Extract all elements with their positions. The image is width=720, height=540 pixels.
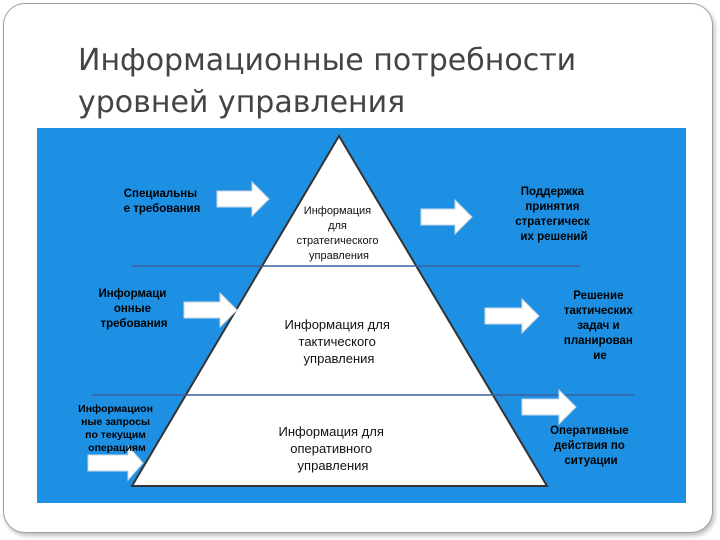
right-label-1-line-4: их решений	[520, 231, 587, 243]
left-label-3-line-1: Информацион	[78, 403, 153, 415]
right-label-2-line-4: планирован	[564, 335, 633, 347]
right-label-2-line-5: ие	[593, 350, 606, 362]
arrow-left-1	[216, 180, 270, 218]
right-label-2-line-3: задач и	[577, 320, 619, 332]
pyramid-label-strategic-line-4: управления	[309, 250, 369, 262]
right-label-1-line-1: Поддержка	[521, 186, 585, 198]
right-label-1-line-2: принятия	[525, 201, 579, 213]
left-label-1-line-2: е требования	[124, 203, 201, 215]
arrow-right-3	[521, 388, 577, 426]
arrow-left-2	[183, 291, 238, 329]
title-line-2: уровней управления	[78, 85, 406, 121]
right-label-3-line-3: ситуации	[564, 455, 617, 467]
left-label-3: Информацион ные запросы по текущим опера…	[78, 403, 156, 454]
pyramid-label-operational-line-3: управления	[298, 458, 369, 473]
pyramid-label-strategic: Информация для стратегического управлени…	[296, 205, 381, 262]
left-label-2-line-3: требования	[100, 318, 167, 330]
right-label-1: Поддержка принятия стратегическ их решен…	[515, 186, 593, 243]
right-label-2-line-1: Решение	[573, 290, 623, 302]
pyramid-label-tactical-line-1: Информация для	[284, 317, 389, 332]
left-label-2: Информаци онные требования	[98, 288, 169, 330]
pyramid-label-tactical-line-3: управления	[304, 351, 375, 366]
left-label-1: Специальны е требования	[124, 188, 201, 215]
left-label-2-line-2: онные	[114, 303, 151, 315]
left-label-3-line-2: ные запросы	[81, 416, 150, 428]
pyramid-label-operational-line-2: оперативного	[290, 441, 372, 456]
arrow-left-3	[87, 444, 144, 482]
right-label-3: Оперативные действия по ситуации	[550, 425, 632, 467]
pyramid-label-strategic-line-1: Информация	[304, 205, 371, 217]
left-label-3-line-3: по текущим	[85, 429, 146, 441]
pyramid-label-operational: Информация для оперативного управления	[278, 424, 387, 473]
left-label-1-line-1: Специальны	[124, 188, 198, 200]
diagram-canvas: Специальны е требования Информаци онные …	[37, 128, 686, 503]
right-label-1-line-3: стратегическ	[515, 216, 590, 228]
right-label-3-line-2: действия по	[554, 440, 625, 452]
left-label-3-line-4: операциям	[88, 442, 146, 454]
slide-title: Информационные потребности уровней управ…	[78, 40, 638, 124]
right-label-2-line-2: тактических	[564, 305, 634, 317]
pyramid-label-strategic-line-3: стратегического	[296, 235, 378, 247]
pyramid-label-tactical-line-2: тактического	[299, 334, 376, 349]
pyramid-label-strategic-line-2: для	[328, 220, 347, 232]
pyramid-label-tactical: Информация для тактического управления	[284, 317, 393, 366]
right-label-3-line-1: Оперативные	[550, 425, 629, 437]
left-label-2-line-1: Информаци	[98, 288, 166, 300]
pyramid-label-operational-line-1: Информация для	[278, 424, 383, 439]
arrow-right-2	[484, 297, 540, 335]
right-label-2: Решение тактических задач и планирован и…	[564, 290, 636, 362]
title-line-1: Информационные потребности	[78, 43, 577, 79]
management-pyramid-diagram: Специальны е требования Информаци онные …	[37, 128, 686, 503]
arrow-right-1	[420, 198, 473, 236]
